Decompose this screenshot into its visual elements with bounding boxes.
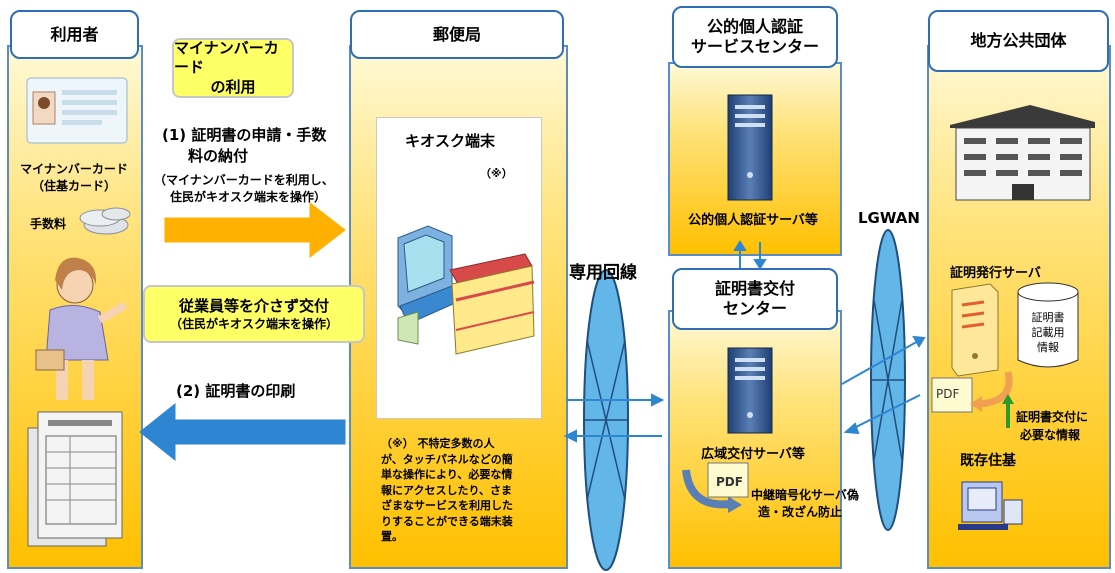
- local-pdf-icon: [931, 371, 1013, 413]
- apply-arrow: [164, 201, 346, 259]
- issue-center-column: [668, 310, 842, 569]
- mynumber-use-line2: の利用: [210, 77, 256, 96]
- existing-registry-label: 既存住基: [960, 453, 1016, 469]
- mynumber-card-sublabel: （住基カード）: [31, 179, 116, 193]
- mynumber-card-label: マイナンバーカード: [20, 162, 128, 176]
- step1-sub-line2: 住民がキオスク端末を操作）: [170, 190, 327, 204]
- database-label-line2: 記載用: [1031, 326, 1065, 339]
- no-staff-delivery-box: 従業員等を介さず交付 （住民がキオスク端末を操作）: [143, 285, 365, 343]
- certificate-database-icon: [1017, 282, 1079, 368]
- relay-encryption-icon: [682, 462, 749, 513]
- jpki-header-line1: 公的個人認証: [706, 17, 803, 36]
- issue-center-header: 証明書交付 センター: [672, 268, 838, 330]
- issuing-server-label: 証明発行サーバ: [950, 266, 1041, 281]
- user-header: 利用者: [10, 10, 139, 59]
- no-staff-delivery-line2: （住民がキオスク端末を操作）: [169, 317, 338, 332]
- issue-center-server-label: 広域交付サーバ等: [701, 447, 805, 462]
- database-label: 証明書 記載用 情報: [1020, 310, 1076, 355]
- relay-line1: 中継暗号化サーバ偽: [751, 488, 859, 502]
- footnote-line: 単な操作により、必要な情: [381, 468, 513, 481]
- local-government-header: 地方公共団体: [928, 10, 1109, 72]
- database-label-line1: 証明書: [1031, 311, 1065, 324]
- step1-sub-line1: （マイナンバーカードを利用し、: [154, 173, 334, 187]
- lgwan-icon: [870, 229, 906, 531]
- mynumber-card-icon: [26, 77, 128, 144]
- jpki-header-line2: サービスセンター: [690, 37, 819, 56]
- no-staff-delivery-line1: 従業員等を介さず交付: [178, 296, 329, 315]
- mynumber-use-box: マイナンバーカード の利用: [172, 38, 294, 98]
- network-arrows: [563, 335, 926, 443]
- issuing-server-icon: [951, 283, 999, 377]
- fee-label: 手数料: [30, 217, 67, 231]
- issue-center-server-icon: [727, 347, 773, 434]
- coins-icon: [79, 207, 131, 235]
- footnote-line: りすることができる端末装: [381, 514, 513, 528]
- jpki-link-arrows: [733, 240, 767, 270]
- jpki-header: 公的個人認証 サービスセンター: [672, 6, 838, 68]
- jpki-server-label: 公的個人認証サーバ等: [688, 213, 818, 228]
- footnote-line: 報にアクセスしたり、さま: [381, 483, 513, 497]
- post-office-header: 郵便局: [350, 10, 564, 59]
- step1-title-line2: 料の納付: [188, 147, 249, 165]
- relay-line2: 造・改ざん防止: [758, 505, 843, 519]
- dedicated-line-icon: [583, 269, 629, 571]
- kiosk-title: キオスク端末: [405, 132, 496, 150]
- certificate-document-icon: [27, 411, 123, 547]
- lgwan-label: LGWAN: [858, 209, 920, 227]
- kiosk-footnote: （※） 不特定多数の人 が、タッチパネルなどの簡 単な操作により、必要な情 報に…: [381, 436, 553, 545]
- city-hall-icon: [950, 105, 1095, 201]
- relay-pdf-label: PDF: [716, 475, 743, 489]
- footnote-line: （※） 不特定多数の人: [381, 437, 495, 450]
- local-government-header-text: 地方公共団体: [970, 31, 1067, 50]
- kiosk-note-mark: （※）: [480, 167, 513, 180]
- required-info-line2: 必要な情報: [1020, 428, 1081, 442]
- mynumber-use-line1: マイナンバーカード: [174, 38, 279, 77]
- local-pdf-label: PDF: [936, 387, 960, 401]
- issue-center-header-line1: 証明書交付: [714, 279, 795, 298]
- user-header-text: 利用者: [50, 24, 99, 44]
- footnote-line: 置。: [381, 530, 403, 543]
- post-office-header-text: 郵便局: [432, 24, 481, 44]
- step2-label: (2) 証明書の印刷: [176, 382, 296, 400]
- jpki-server-icon: [727, 94, 773, 201]
- step1-title-line1: (1) 証明書の申請・手数: [162, 126, 327, 144]
- database-label-line3: 情報: [1037, 341, 1059, 354]
- footnote-line: ざまなサービスを利用した: [381, 499, 513, 512]
- print-arrow: [139, 402, 346, 462]
- required-info-line1: 証明書交付に: [1016, 410, 1089, 424]
- existing-registry-computer-icon: [958, 481, 1023, 530]
- footnote-line: が、タッチパネルなどの簡: [381, 452, 513, 466]
- kiosk-terminal-icon: [397, 225, 535, 355]
- issue-center-header-line2: センター: [722, 299, 787, 318]
- person-icon: [35, 257, 128, 400]
- dedicated-line-label: 専用回線: [569, 263, 637, 283]
- green-up-arrow: [1002, 394, 1014, 428]
